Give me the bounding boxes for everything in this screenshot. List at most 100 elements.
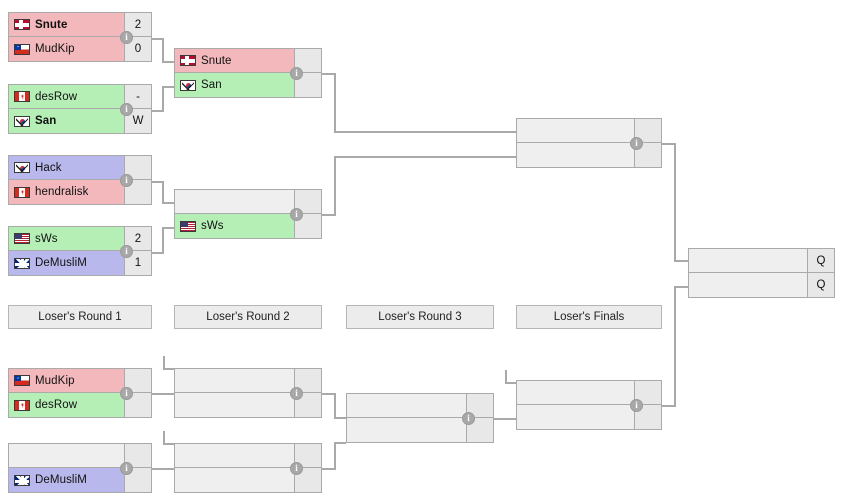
match-info-icon[interactable]: i [120,174,133,187]
opponent-slot[interactable]: MudKip [9,37,124,61]
match-info-icon[interactable]: i [290,387,303,400]
opponent-slot[interactable] [175,190,294,213]
match-lr2-m2[interactable]: i [174,443,322,493]
match-grand-final[interactable]: Q Q [688,248,835,298]
match-info-icon[interactable]: i [630,399,643,412]
opponent-slot[interactable]: Snute [175,49,294,72]
usa-flag-icon [180,220,196,232]
opponent-slot[interactable]: desRow [9,393,124,417]
opponent-slot[interactable]: MudKip [9,369,124,392]
match-info-icon[interactable]: i [630,137,643,150]
match-wr2-m2[interactable]: sWs i [174,189,322,239]
opponent-slot[interactable]: hendralisk [9,180,124,204]
opponent-slot[interactable] [689,249,807,272]
match-row-bottom[interactable] [174,393,322,418]
match-info-icon[interactable]: i [462,412,475,425]
connector [162,181,164,203]
connector [505,382,516,384]
opponent-slot[interactable]: sWs [175,214,294,238]
player-name: Hack [35,161,62,174]
opponent-slot[interactable] [9,444,124,467]
match-info-icon[interactable]: i [120,31,133,44]
score-cell [294,369,321,392]
match-info-icon[interactable]: i [120,387,133,400]
connector [152,110,164,112]
score-cell: 2 [124,227,151,250]
opponent-slot[interactable]: desRow [9,85,124,108]
opponent-slot[interactable]: DeMusliM [9,251,124,275]
opponent-slot[interactable]: San [175,73,294,97]
opponent-slot[interactable] [517,143,634,167]
match-info-icon[interactable]: i [290,208,303,221]
connector [152,393,164,395]
player-name: sWs [201,220,224,232]
match-wr1-m2[interactable]: desRow - San W i [8,84,152,134]
round-label-losers-round-3: Loser's Round 3 [346,305,494,329]
opponent-slot[interactable] [175,393,294,417]
match-row-top[interactable] [174,189,322,214]
connector [334,131,516,133]
match-row-bottom[interactable] [346,418,494,443]
player-name: DeMusliM [35,474,87,486]
match-row-bottom[interactable]: Q [688,273,835,298]
connector [162,86,164,112]
connector [674,286,688,288]
opponent-slot[interactable]: Snute [9,13,124,36]
match-row-top[interactable]: Snute 2 [8,12,152,37]
match-row-bottom[interactable] [516,143,662,168]
match-row-top[interactable]: Snute [174,48,322,73]
connector [505,370,507,384]
chile-flag-icon [14,43,30,55]
opponent-slot[interactable] [517,119,634,142]
match-info-icon[interactable]: i [290,67,303,80]
match-wr3-m1[interactable]: i [516,118,662,168]
uk-flag-icon [14,474,30,486]
match-row-bottom[interactable]: desRow [8,393,152,418]
player-name: Snute [201,54,232,67]
match-lr1-m1[interactable]: MudKip desRow i [8,368,152,418]
match-row-top[interactable] [516,380,662,405]
canada-flag-icon [14,91,30,102]
connector [162,38,164,62]
opponent-slot[interactable] [175,444,294,467]
uk-flag-icon [14,257,30,269]
match-info-icon[interactable]: i [120,245,133,258]
connector [662,405,676,407]
score-cell [124,393,151,417]
match-wr1-m1[interactable]: Snute 2 MudKip 0 i [8,12,152,62]
match-row-top[interactable]: Q [688,248,835,273]
opponent-slot[interactable] [175,468,294,492]
match-wr1-m4[interactable]: sWs 2 DeMusliM 1 i [8,226,152,276]
connector [674,143,676,262]
opponent-slot[interactable]: DeMusliM [9,468,124,492]
opponent-slot[interactable] [689,273,807,297]
opponent-slot[interactable] [175,369,294,392]
usa-flag-icon [14,233,30,244]
score-cell [634,381,661,404]
opponent-slot[interactable]: Hack [9,156,124,179]
match-info-icon[interactable]: i [120,462,133,475]
opponent-slot[interactable] [347,394,466,417]
connector [163,431,165,445]
opponent-slot[interactable]: San [9,109,124,133]
opponent-slot[interactable] [517,381,634,404]
match-row-bottom[interactable]: DeMusliM 1 [8,251,152,276]
match-info-icon[interactable]: i [290,462,303,475]
match-lr2-m1[interactable]: i [174,368,322,418]
opponent-slot[interactable] [517,405,634,429]
match-row-top[interactable]: sWs 2 [8,226,152,251]
match-row-top[interactable] [8,443,152,468]
match-row-top[interactable]: desRow - [8,84,152,109]
opponent-slot[interactable]: sWs [9,227,124,250]
connector [162,393,174,395]
player-name: MudKip [35,43,75,55]
match-wr1-m3[interactable]: Hack hendralisk i [8,155,152,205]
match-losers-finals[interactable]: i [516,380,662,430]
round-label-losers-round-2: Loser's Round 2 [174,305,322,329]
opponent-slot[interactable] [347,418,466,442]
match-info-icon[interactable]: i [120,103,133,116]
match-wr2-m1[interactable]: Snute San i [174,48,322,98]
match-lr1-m2[interactable]: DeMusliM i [8,443,152,493]
match-lr3-m1[interactable]: i [346,393,494,443]
player-name: desRow [35,399,78,411]
